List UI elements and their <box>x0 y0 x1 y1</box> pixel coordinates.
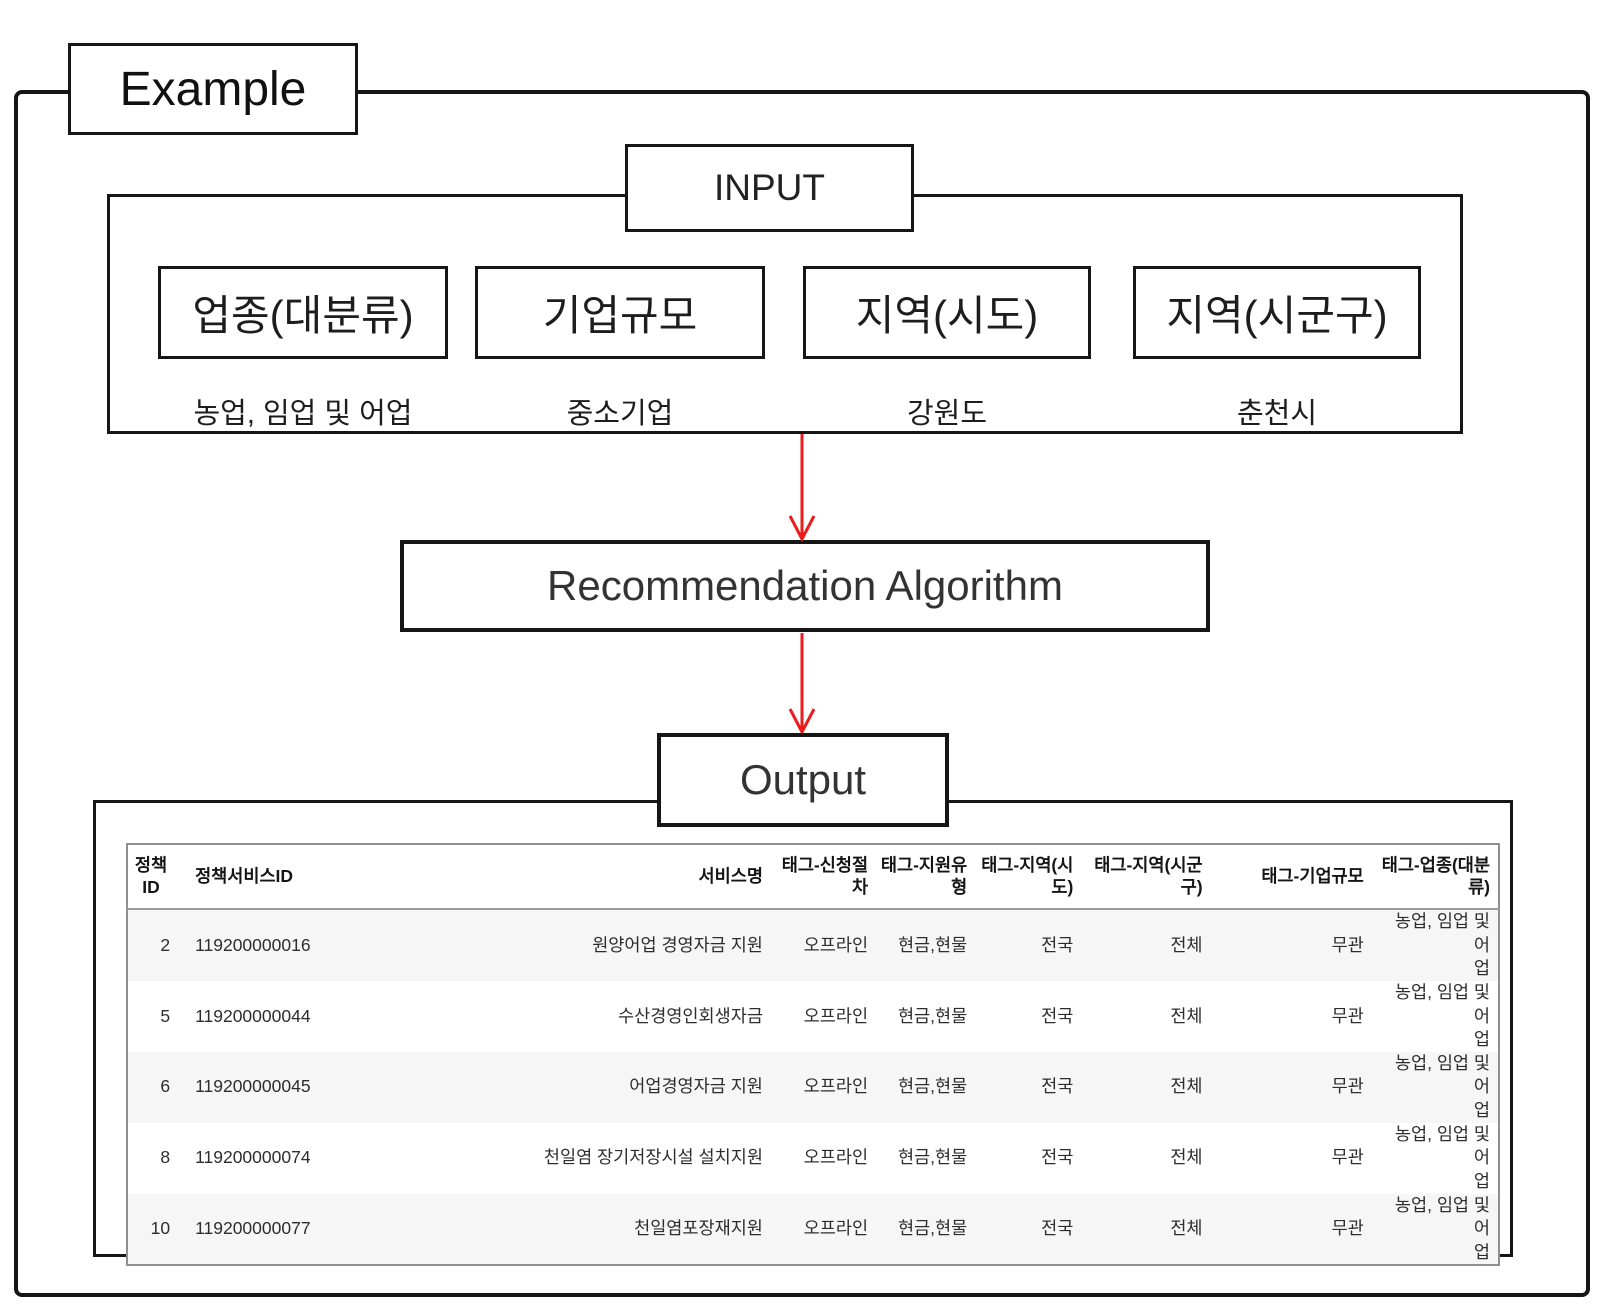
input-field-box: 지역(시군구) <box>1133 266 1421 359</box>
flow-arrow-down-icon <box>788 434 816 542</box>
table-cell: 오프라인 <box>803 1147 869 1168</box>
table-row: 10 119200000077 천일염포장재지원 오프라인 현금,현물 전국 전체 무관 농업,… <box>127 1193 1499 1266</box>
table-cell: 119200000045 <box>195 1076 311 1097</box>
table-cell: 농업, 임업 및 어 업 <box>1394 981 1490 1050</box>
table-cell: 농업, 임업 및 어 업 <box>1394 911 1490 979</box>
example-title-box: Example <box>68 43 358 135</box>
input-field-region-sido: 지역(시도) 강원도 <box>803 266 1091 432</box>
table-cell: 천일염 장기저장시설 설치지원 <box>543 1147 763 1168</box>
table-cell: 무관 <box>1331 1076 1364 1097</box>
table-cell: 전체 <box>1170 934 1203 955</box>
input-title-label: INPUT <box>714 167 825 208</box>
table-cell: 119200000077 <box>195 1218 311 1239</box>
table-cell: 현금,현물 <box>897 1218 968 1239</box>
input-title-box: INPUT <box>625 144 914 232</box>
table-cell: 무관 <box>1331 1147 1364 1168</box>
column-header: 태그-지원유 형 <box>880 844 980 910</box>
recommendation-algorithm-box: Recommendation Algorithm <box>400 540 1210 632</box>
table-row: 8 119200000074 천일염 장기저장시설 설치지원 오프라인 현금,현물 전국 전… <box>127 1123 1499 1194</box>
table-cell: 농업, 임업 및 어 업 <box>1394 1052 1490 1120</box>
table-row: 2 119200000016 원양어업 경영자금 지원 오프라인 현금,현물 전국 전체 무관… <box>127 909 1499 981</box>
input-field-industry: 업종(대분류) 농업, 임업 및 어업 <box>158 266 448 432</box>
input-field-label: 기업규모 <box>542 292 698 339</box>
table-cell: 오프라인 <box>803 1005 869 1026</box>
input-field-label: 지역(시군구) <box>1166 292 1388 339</box>
input-field-value: 농업, 임업 및 어업 <box>193 398 413 430</box>
table-cell: 2 <box>160 934 171 955</box>
table-cell: 현금,현물 <box>897 1076 968 1097</box>
table-cell: 천일염포장재지원 <box>634 1218 763 1239</box>
column-header: 정책 ID <box>127 844 180 910</box>
table-cell: 현금,현물 <box>897 934 968 955</box>
table-cell: 전국 <box>1041 934 1074 955</box>
column-header: 태그-지역(시군 구) <box>1085 844 1215 910</box>
recommendation-algorithm-label: Recommendation Algorithm <box>547 562 1063 609</box>
input-field-label: 지역(시도) <box>855 292 1039 339</box>
column-header: 태그-신청절 차 <box>774 844 881 910</box>
table-cell: 어업경영자금 지원 <box>629 1076 763 1097</box>
table-cell: 원양어업 경영자금 지원 <box>592 934 763 955</box>
column-header: 정책서비스ID <box>179 844 330 910</box>
table-row: 6 119200000045 어업경영자금 지원 오프라인 현금,현물 전국 전체 무관 농업,… <box>127 1051 1499 1123</box>
table-cell: 오프라인 <box>803 1218 869 1239</box>
flow-arrow-down-icon <box>788 633 816 735</box>
output-title-label: Output <box>739 756 867 803</box>
input-field-box: 지역(시도) <box>803 266 1091 359</box>
column-header: 서비스명 <box>329 844 775 910</box>
table-cell: 전체 <box>1170 1076 1203 1097</box>
table-cell: 8 <box>160 1147 171 1168</box>
table-row: 5 119200000044 수산경영인회생자금 오프라인 현금,현물 전국 전체 무관 농업,… <box>127 981 1499 1052</box>
input-field-value: 춘천시 <box>1236 398 1318 430</box>
table-cell: 무관 <box>1331 934 1364 955</box>
table-cell: 무관 <box>1331 1218 1364 1239</box>
column-header: 태그-지역(시 도) <box>979 844 1086 910</box>
input-field-box: 기업규모 <box>475 266 765 359</box>
table-cell: 10 <box>150 1218 171 1239</box>
table-cell: 농업, 임업 및 어 업 <box>1394 1194 1490 1262</box>
input-field-value: 강원도 <box>906 398 988 430</box>
table-cell: 119200000016 <box>195 934 311 955</box>
table-cell: 119200000044 <box>195 1005 311 1026</box>
table-cell: 6 <box>160 1076 171 1097</box>
input-field-label: 업종(대분류) <box>192 292 414 339</box>
table-cell: 119200000074 <box>195 1147 311 1168</box>
example-label: Example <box>119 62 307 116</box>
input-field-value: 중소기업 <box>566 398 674 430</box>
table-cell: 전체 <box>1170 1147 1203 1168</box>
table-cell: 무관 <box>1331 1005 1364 1026</box>
table-cell: 5 <box>160 1005 171 1026</box>
table-cell: 전국 <box>1041 1076 1074 1097</box>
table-cell: 농업, 임업 및 어 업 <box>1394 1123 1490 1191</box>
output-title-box: Output <box>657 733 949 827</box>
table-cell: 전체 <box>1170 1218 1203 1239</box>
input-section: 업종(대분류) 농업, 임업 및 어업 기업규모 중소기업 지역(시도) 강원도… <box>107 194 1463 434</box>
table-cell: 오프라인 <box>803 934 869 955</box>
table-cell: 현금,현물 <box>897 1147 968 1168</box>
outer-frame <box>14 90 1590 1297</box>
table-cell: 오프라인 <box>803 1076 869 1097</box>
table-cell: 현금,현물 <box>897 1005 968 1026</box>
table-cell: 전국 <box>1041 1218 1074 1239</box>
table-cell: 전체 <box>1170 1005 1203 1026</box>
column-header: 태그-업종(대분 류) <box>1375 844 1499 910</box>
table-cell: 수산경영인회생자금 <box>618 1005 763 1026</box>
input-field-company-size: 기업규모 중소기업 <box>475 266 765 432</box>
table-cell: 전국 <box>1041 1147 1074 1168</box>
input-field-box: 업종(대분류) <box>158 266 448 359</box>
column-header: 태그-기업규모 <box>1214 844 1376 910</box>
table-cell: 전국 <box>1041 1005 1074 1026</box>
input-field-region-sigungu: 지역(시군구) 춘천시 <box>1133 266 1421 432</box>
